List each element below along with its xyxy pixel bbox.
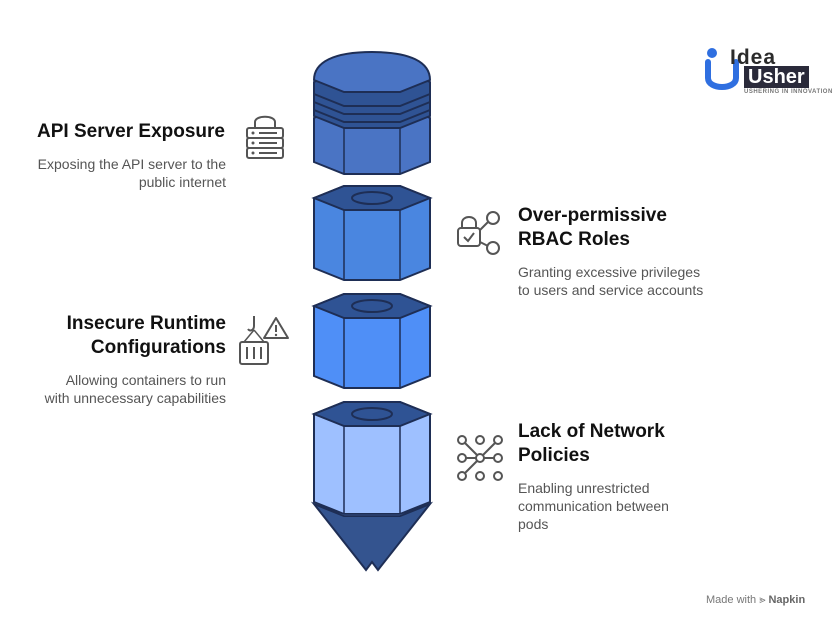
section-1-desc-line: public internet (138, 174, 226, 190)
pencil-tip (310, 501, 434, 572)
section-2-desc-line: to users and service accounts (518, 282, 704, 298)
watermark-brand: Napkin (768, 594, 806, 606)
logo-word-usher: Usher (744, 66, 809, 88)
logo-tagline: USHERING IN INNOVATION (744, 89, 833, 95)
section-1-title-line: API Server Exposure (37, 121, 225, 142)
section-4-title-line: Lack of Network (518, 421, 665, 442)
watermark-prefix: Made with (706, 594, 757, 606)
idea-usher-logo: Idea Usher USHERING IN INNOVATION (704, 46, 832, 96)
section-3-desc-line: Allowing containers to run (65, 372, 226, 388)
section-3-title-line: Configurations (90, 337, 226, 358)
section-3-desc-line: with unnecessary capabilities (44, 390, 226, 406)
section-4-title-line: Policies (518, 445, 590, 466)
pencil-segment-1 (312, 50, 432, 175)
section-3-description: Allowing containers to run with unnecess… (0, 371, 226, 407)
section-2-title-line: Over-permissive (518, 205, 667, 226)
section-4-desc-line: communication between (518, 498, 669, 514)
section-4-description: Enabling unrestricted communication betw… (518, 479, 798, 533)
pencil-segment-2 (311, 185, 433, 281)
section-2-title: Over-permissive RBAC Roles (518, 204, 778, 252)
container-warning-icon (239, 316, 289, 365)
pencil-segment-4 (311, 401, 433, 515)
section-2-desc-line: Granting excessive privileges (518, 264, 701, 280)
network-graph-icon (457, 435, 503, 481)
section-2-title-line: RBAC Roles (518, 229, 630, 250)
napkin-logo-icon: ⪢ (759, 594, 766, 606)
logo-mark-icon (705, 48, 739, 90)
section-3-title: Insecure Runtime Configurations (0, 312, 226, 360)
pencil-segment-3 (311, 293, 433, 389)
section-1-description: Exposing the API server to the public in… (0, 155, 226, 191)
section-4-title: Lack of Network Policies (518, 420, 778, 468)
made-with-napkin-watermark: Made with ⪢ Napkin (706, 594, 805, 607)
section-1-desc-line: Exposing the API server to the (37, 156, 226, 172)
section-1-title: API Server Exposure (0, 120, 225, 144)
section-4-desc-line: Enabling unrestricted (518, 480, 650, 496)
section-2-description: Granting excessive privileges to users a… (518, 263, 798, 299)
pencil-stack-illustration (310, 50, 434, 572)
section-3-title-line: Insecure Runtime (66, 313, 226, 334)
section-4-desc-line: pods (518, 516, 549, 532)
logo-word-idea: Idea (730, 46, 777, 69)
lock-nodes-icon (457, 211, 500, 255)
server-lock-icon (246, 115, 284, 159)
